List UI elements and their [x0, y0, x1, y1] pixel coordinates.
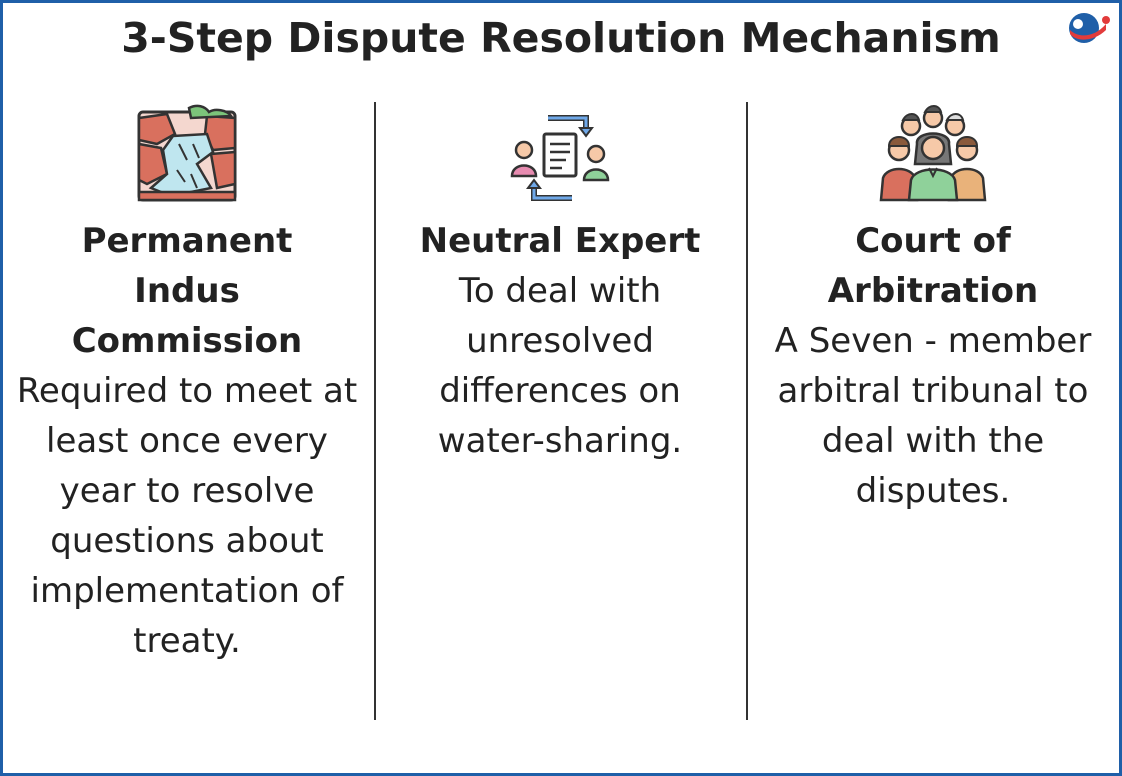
brand-logo-icon: [1069, 13, 1110, 43]
column-divider: [746, 102, 748, 720]
page-title: 3-Step Dispute Resolution Mechanism: [121, 14, 1001, 62]
step-description: Required to meet at least once every yea…: [16, 371, 358, 661]
step-description: To deal with unresolved differences on w…: [437, 271, 683, 461]
step-heading: Court of Arbitration: [827, 221, 1039, 311]
waterfall-icon: [137, 104, 237, 202]
column-divider: [374, 102, 376, 720]
step-heading: Permanent Indus Commission: [71, 221, 303, 361]
step-card-court-of-arbitration: Court of Arbitration A Seven - member ar…: [750, 100, 1116, 516]
group-of-people-icon: [879, 105, 987, 202]
step-card-permanent-indus-commission: Permanent Indus Commission Required to m…: [4, 100, 370, 666]
step-heading: Neutral Expert: [419, 221, 701, 261]
expert-exchange-icon: [510, 115, 610, 201]
step-description: A Seven - member arbitral tribunal to de…: [774, 321, 1092, 511]
step-card-neutral-expert: Neutral Expert To deal with unresolved d…: [378, 100, 742, 466]
